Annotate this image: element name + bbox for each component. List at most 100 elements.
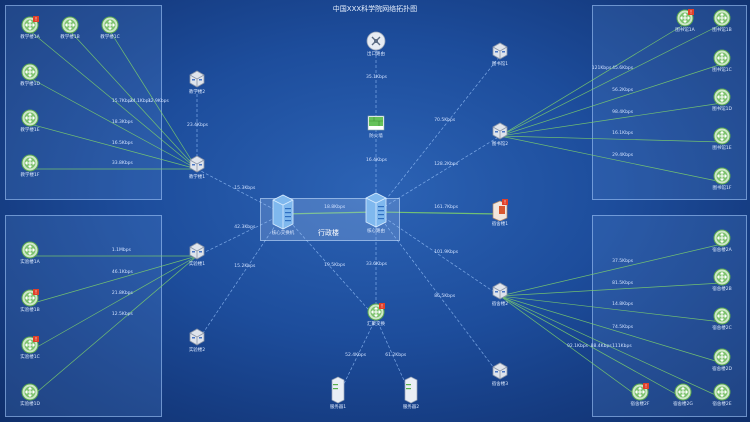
node-label: 服务器2 xyxy=(402,405,420,410)
node-lb2[interactable]: !实验楼1B xyxy=(10,289,50,313)
link-ls4-cl xyxy=(196,213,284,343)
node-rt2[interactable]: 图书馆1B xyxy=(702,9,742,33)
node-ls4[interactable]: 实验楼2 xyxy=(177,327,217,353)
node-lb3[interactable]: !实验楼1C xyxy=(10,336,50,360)
node-rs3[interactable]: ! 宿舍楼1 xyxy=(480,199,520,227)
link-rs2-rt5 xyxy=(499,135,723,143)
link-lt4-ls2 xyxy=(29,77,198,170)
node-rs4[interactable]: 宿舍楼2 xyxy=(480,281,520,307)
link-rs4-rb1 xyxy=(499,243,723,297)
node-rb1[interactable]: 宿舍楼2A xyxy=(702,229,742,253)
node-label: 宿舍楼2D xyxy=(712,367,732,372)
node-rs5[interactable]: 宿舍楼3 xyxy=(480,361,520,387)
link-ls2-cl xyxy=(196,168,284,215)
link-lt5-ls2 xyxy=(29,123,198,170)
link-rate-label: 42.3Kbps xyxy=(234,224,256,230)
link-rate-label: 61.2Kbps xyxy=(385,352,407,358)
node-label: 宿舍楼2G xyxy=(673,402,693,407)
node-rb4[interactable]: 宿舍楼2D xyxy=(702,348,742,372)
node-lt1[interactable]: !教学楼1A xyxy=(10,16,50,40)
router-icon xyxy=(702,383,742,401)
node-lt2[interactable]: 教学楼1B xyxy=(50,16,90,40)
node-lt3[interactable]: 教学楼1C xyxy=(90,16,130,40)
router-alert-icon: ! xyxy=(10,289,50,307)
node-rt1[interactable]: !图书馆1A xyxy=(665,9,705,33)
node-ls1[interactable]: 教学楼2 xyxy=(177,69,217,95)
link-rs4-rb6 xyxy=(499,295,641,399)
node-ls3[interactable]: 实验楼1 xyxy=(177,241,217,267)
link-rs2-rt1 xyxy=(499,23,686,137)
router-alert-icon: ! xyxy=(10,16,50,34)
node-bh[interactable]: !汇聚交换 xyxy=(356,303,396,327)
node-rt5[interactable]: 图书馆1E xyxy=(702,127,742,151)
link-rate-label: 56.2Kbps xyxy=(612,88,634,94)
link-rate-label: 16.5Kbps xyxy=(111,140,133,146)
node-label: 宿舍楼3 xyxy=(491,382,509,387)
switch-icon xyxy=(177,327,217,347)
node-lb1[interactable]: 实验楼1A xyxy=(10,241,50,265)
node-cl[interactable]: 核心交换机 xyxy=(263,194,303,236)
router-icon xyxy=(50,16,90,34)
node-sv2[interactable]: 服务器2 xyxy=(391,376,431,410)
link-rate-label: 19.5Kbps xyxy=(324,263,346,269)
node-label: 实验楼1C xyxy=(20,355,40,360)
link-rs4-rb7 xyxy=(499,295,684,399)
node-rt4[interactable]: 图书馆1D xyxy=(702,88,742,112)
node-rb7[interactable]: 宿舍楼2G xyxy=(663,383,703,407)
node-lb4[interactable]: 实验楼1D xyxy=(10,383,50,407)
link-rate-label: 33.6Kbps xyxy=(366,262,388,268)
link-lt2-ls2 xyxy=(69,30,198,170)
switch-icon xyxy=(177,154,217,174)
link-rate-label: 33.8Kbps xyxy=(111,161,133,166)
link-lt1-ls2 xyxy=(29,30,198,170)
node-label: 宿舍楼2E xyxy=(712,402,732,407)
router-icon xyxy=(10,109,50,127)
node-rs1[interactable]: 图书馆1 xyxy=(480,41,520,67)
link-rate-label: 37.5Kbps xyxy=(612,259,634,265)
node-rb5[interactable]: 宿舍楼2E xyxy=(702,383,742,407)
node-lt4[interactable]: 教学楼1D xyxy=(10,63,50,87)
node-rb3[interactable]: 宿舍楼2C xyxy=(702,307,742,331)
link-rate-label: 18.8Kbps xyxy=(324,204,346,210)
node-label: 防火墙 xyxy=(369,134,383,139)
link-cr-rs5 xyxy=(375,211,501,377)
router-icon xyxy=(702,307,742,325)
switch-icon xyxy=(177,241,217,261)
node-label: 教学楼1A xyxy=(20,35,40,40)
node-ls2[interactable]: 教学楼1 xyxy=(177,154,217,180)
router-icon xyxy=(10,383,50,401)
link-rs4-rb5 xyxy=(499,295,723,399)
svg-text:!: ! xyxy=(504,200,506,206)
link-rate-label: 1.1Mbps xyxy=(111,248,131,253)
link-cr-rs3 xyxy=(375,211,501,215)
node-label: 宿舍楼2 xyxy=(491,302,509,307)
node-lt5[interactable]: 教学楼1E xyxy=(10,109,50,133)
link-rate-label: 70.5Kbps xyxy=(434,118,456,124)
switch-icon xyxy=(480,121,520,141)
node-rt3[interactable]: 图书馆1C xyxy=(702,49,742,73)
node-label: 汇聚交换 xyxy=(367,322,385,327)
router-icon xyxy=(702,229,742,247)
router-icon xyxy=(10,154,50,172)
node-label: 教学楼1C xyxy=(100,35,120,40)
link-rate-label: 21.8Kbps xyxy=(111,290,133,296)
link-rate-label: 15.7Kbps xyxy=(111,98,133,104)
node-rb2[interactable]: 宿舍楼2B xyxy=(702,268,742,292)
node-rt6[interactable]: 图书馆1F xyxy=(702,167,742,191)
link-rate-label: 29.4Kbps xyxy=(612,153,634,159)
node-label: 实验楼2 xyxy=(188,348,206,353)
node-fw[interactable]: 防火墙 xyxy=(356,113,396,139)
link-rs2-rt2 xyxy=(499,23,723,137)
link-rate-label: 111Kbps xyxy=(612,344,632,350)
node-rs2[interactable]: 图书馆2 xyxy=(480,121,520,147)
node-rb6[interactable]: !宿舍楼2F xyxy=(620,383,660,407)
node-sv1[interactable]: 服务器1 xyxy=(318,376,358,410)
node-tr[interactable]: 出口路由 xyxy=(356,31,396,57)
node-label: 宿舍楼1 xyxy=(491,222,509,227)
link-rate-label: 98.4Kbps xyxy=(612,109,634,115)
node-cr[interactable]: 核心路由 xyxy=(356,192,396,234)
node-lt6[interactable]: 教学楼1F xyxy=(10,154,50,178)
link-cl-bh xyxy=(282,213,377,319)
node-label: 教学楼1B xyxy=(60,35,80,40)
